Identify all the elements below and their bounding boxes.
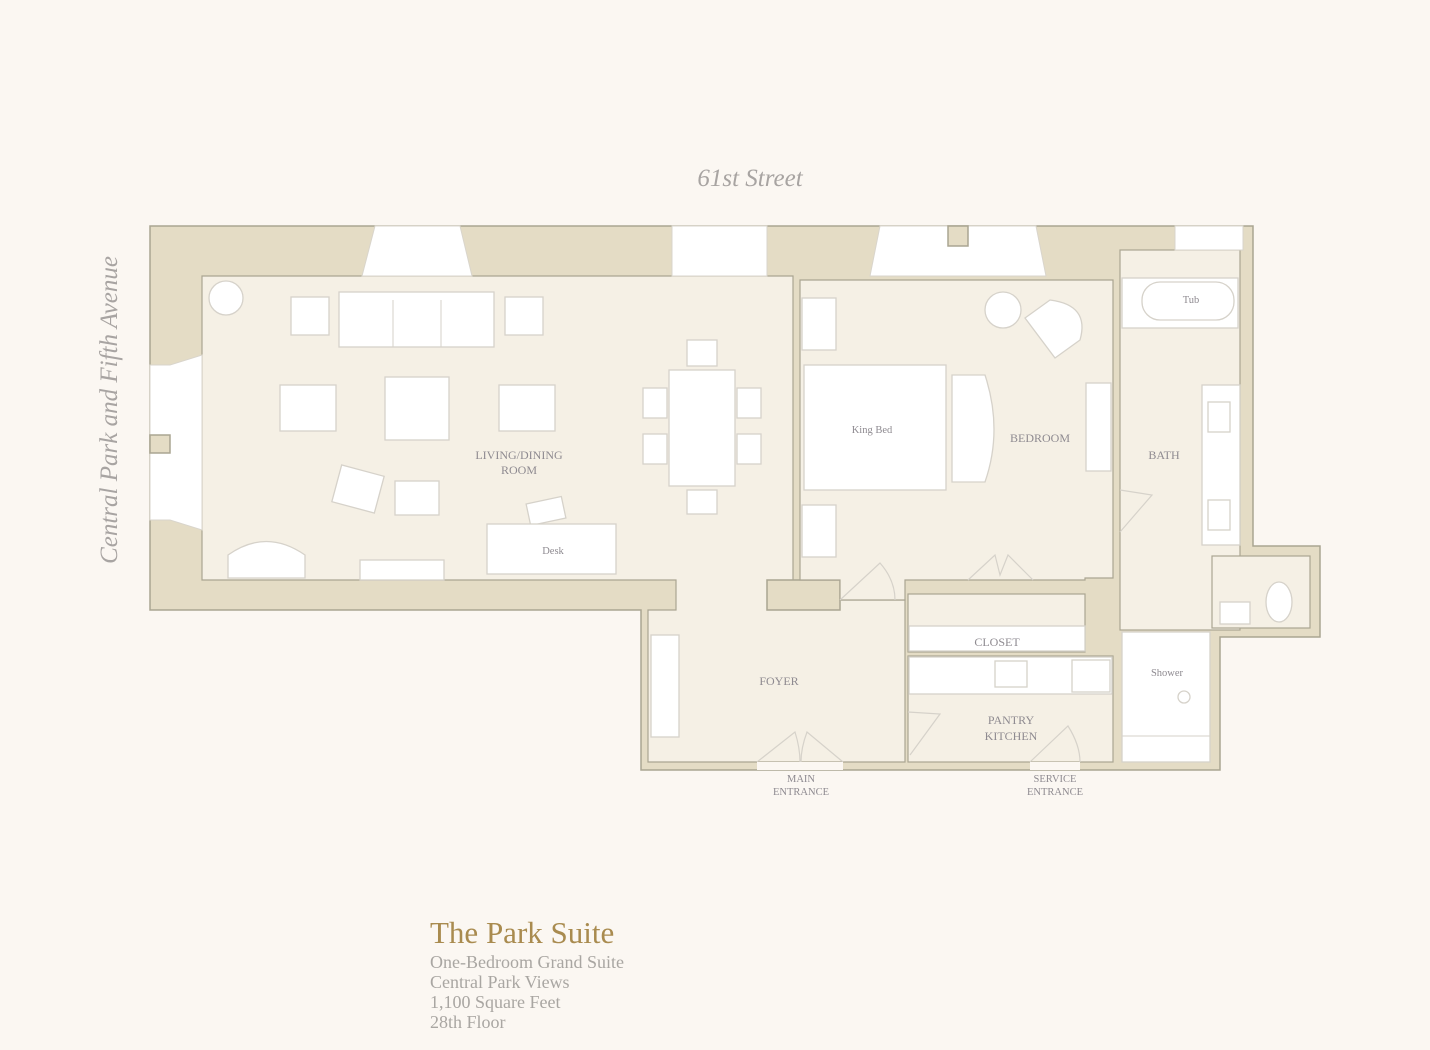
windows (149, 225, 1244, 531)
main-entrance-gap (757, 762, 843, 770)
suite-detail-area: 1,100 Square Feet (430, 992, 561, 1012)
bath-fixtures (1121, 277, 1293, 704)
closet-rod (908, 625, 1086, 652)
service-entrance-line2: ENTRANCE (1027, 787, 1083, 798)
bedroom-label: BEDROOM (1010, 431, 1070, 445)
shower (1121, 631, 1211, 763)
pantry-label-line2: KITCHEN (985, 729, 1038, 743)
living-label-line1: LIVING/DINING (475, 448, 563, 462)
king-bed-label: King Bed (852, 425, 893, 436)
street-label-top: 61st Street (697, 165, 803, 192)
living-furniture (208, 280, 762, 581)
foyer-label: FOYER (759, 674, 798, 688)
main-entrance-line2: ENTRANCE (773, 787, 829, 798)
service-entrance-gap (1030, 762, 1080, 770)
door-swings (756, 489, 1154, 763)
foyer-console (650, 634, 680, 738)
closet-label: CLOSET (974, 635, 1020, 649)
suite-name: The Park Suite (430, 915, 615, 950)
service-entrance-line1: SERVICE (1034, 774, 1077, 785)
suite-info: The Park Suite One-Bedroom Grand Suite C… (430, 914, 624, 1032)
shower-label: Shower (1151, 668, 1184, 679)
suite-detail-type: One-Bedroom Grand Suite (430, 952, 624, 972)
desk-label: Desk (542, 546, 564, 557)
cooktop-icon (1071, 659, 1111, 693)
tub-label: Tub (1183, 295, 1200, 306)
pantry-label-line1: PANTRY (988, 713, 1035, 727)
main-entrance-line1: MAIN (787, 774, 815, 785)
wall-pier (766, 579, 841, 611)
suite-detail-floor: 28th Floor (430, 1012, 506, 1032)
living-label-line2: ROOM (501, 463, 537, 477)
street-label-left: Central Park and Fifth Avenue (96, 256, 123, 564)
bedroom-furniture (801, 291, 1112, 558)
sink-icon (994, 660, 1028, 688)
bath-label: BATH (1148, 448, 1180, 462)
suite-detail-views: Central Park Views (430, 972, 570, 992)
